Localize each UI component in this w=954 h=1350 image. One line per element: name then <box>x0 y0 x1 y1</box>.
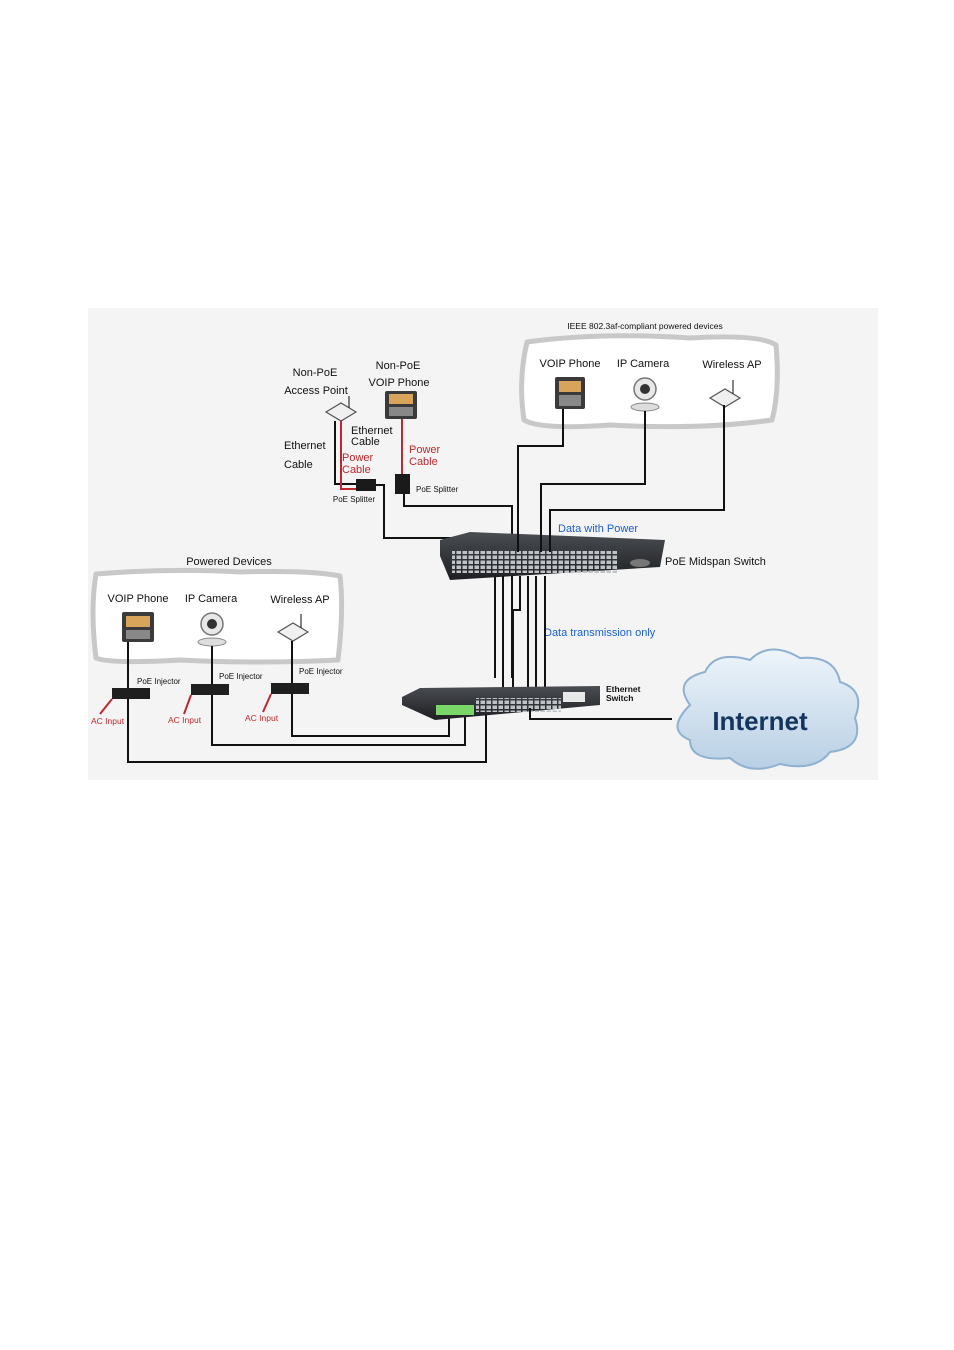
poe-injector-1-label: PoE Injector <box>137 677 181 686</box>
poe-splitter-b-icon <box>395 474 410 494</box>
ethernet-switch-icon <box>402 686 600 720</box>
poe-midspan-switch-icon <box>440 532 665 580</box>
power-cable-label-a1: Power <box>342 452 374 464</box>
ieee-ap-label: Wireless AP <box>702 359 761 371</box>
eth-cable-label-a1: Ethernet <box>284 440 326 452</box>
nonpoe-phone-label-1: Non-PoE <box>376 360 421 372</box>
nonpoe-voip-phone-icon <box>385 391 417 419</box>
power-cable-label-b2: Cable <box>409 456 438 468</box>
ieee-wireless-ap-icon <box>708 380 742 408</box>
internet-cloud-icon <box>676 648 860 770</box>
ac-input-3-label: AC Input <box>245 713 279 723</box>
nonpoe-ap-label-1: Non-PoE <box>293 367 338 379</box>
internet-label: Internet <box>712 706 808 736</box>
poe-injector-3-icon <box>271 683 309 694</box>
ieee-camera-label: IP Camera <box>617 358 670 370</box>
nonpoe-access-point-icon <box>324 396 358 422</box>
ieee-ip-camera-icon <box>630 377 660 412</box>
powered-wireless-ap-icon <box>276 614 310 642</box>
data-only-label: Data transmission only <box>544 627 656 639</box>
poe-injector-2-label: PoE Injector <box>219 672 263 681</box>
internet-uplink-cable <box>529 708 672 720</box>
powered-voip-label: VOIP Phone <box>108 593 169 605</box>
poe-midspan-switch-label: PoE Midspan Switch <box>665 556 766 568</box>
poe-injector-2-icon <box>191 684 229 695</box>
eth-cable-label-a2: Cable <box>284 459 313 471</box>
ac-input-1-label: AC Input <box>91 716 125 726</box>
data-with-power-label: Data with Power <box>558 523 638 535</box>
ieee-voip-phone-icon <box>555 377 585 409</box>
nonpoe-phone-label-2: VOIP Phone <box>369 377 430 389</box>
injector-cables <box>99 641 487 763</box>
powered-group-title: Powered Devices <box>186 556 272 568</box>
power-cable-label-b1: Power <box>409 444 441 456</box>
ac-input-2-label: AC Input <box>168 715 202 725</box>
power-cable-label-a2: Cable <box>342 464 371 476</box>
powered-camera-label: IP Camera <box>185 593 238 605</box>
poe-splitter-a-label: PoE Splitter <box>333 495 376 504</box>
ethernet-switch-label-1: Ethernet <box>606 684 641 694</box>
poe-injector-1-icon <box>112 688 150 699</box>
nonpoe-ap-label-2: Access Point <box>284 385 348 397</box>
eth-cable-label-b1: Ethernet <box>351 425 393 437</box>
poe-splitter-a-icon <box>356 479 376 491</box>
ieee-group-title: IEEE 802.3af-compliant powered devices <box>567 321 722 331</box>
poe-injector-3-label: PoE Injector <box>299 667 343 676</box>
ethernet-switch-label-2: Switch <box>606 693 633 703</box>
powered-voip-phone-icon <box>122 612 154 642</box>
nonpoe-cables <box>334 419 513 678</box>
midspan-to-switch-cables <box>502 576 546 688</box>
powered-ap-label: Wireless AP <box>270 594 329 606</box>
eth-cable-label-b2: Cable <box>351 436 380 448</box>
poe-splitter-b-label: PoE Splitter <box>416 485 459 494</box>
ieee-device-cables <box>517 405 725 552</box>
ieee-voip-label: VOIP Phone <box>540 358 601 370</box>
powered-ip-camera-icon <box>197 612 227 647</box>
